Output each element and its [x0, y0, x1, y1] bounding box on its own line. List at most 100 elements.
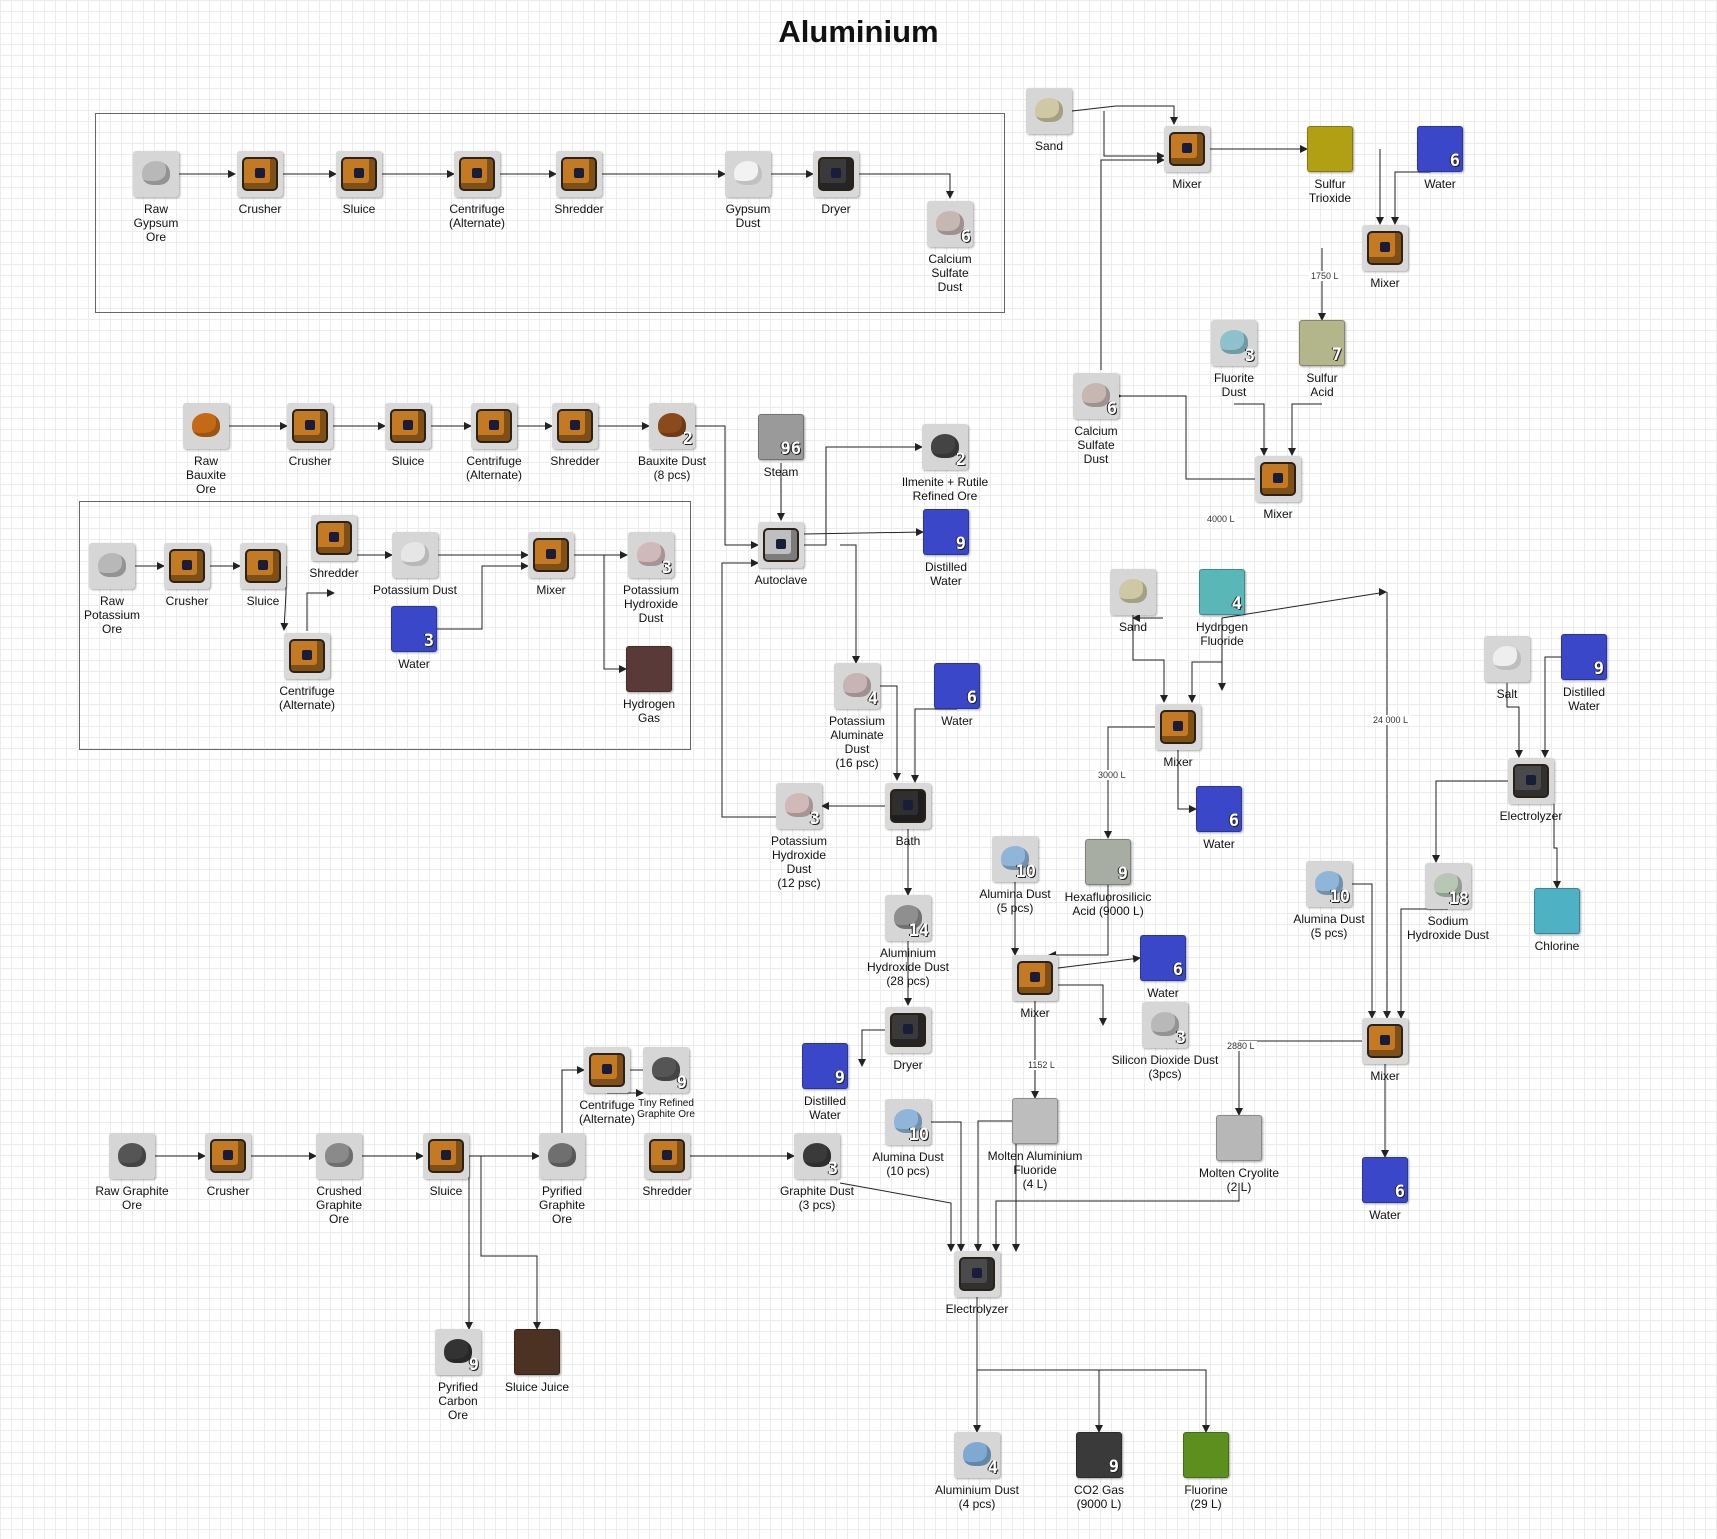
node-crushed-graphite[interactable]: Crushed Graphite Ore	[264, 1133, 414, 1226]
node-shredder-baux[interactable]: Shredder	[500, 403, 650, 468]
node-fluorine[interactable]: Fluorine (29 L)	[1131, 1432, 1281, 1511]
node-shredder-pot[interactable]: Shredder	[259, 515, 409, 580]
node-electrolyzer-1[interactable]: Electrolyzer	[1456, 758, 1606, 823]
node-label: Molten Cryolite (2 L)	[1198, 1166, 1280, 1194]
flow-connector	[911, 708, 957, 783]
node-centrifuge-gyp[interactable]: Centrifuge (Alternate)	[402, 151, 552, 230]
node-crusher-gra[interactable]: Crusher	[153, 1133, 303, 1198]
crushed-ore-icon	[316, 1133, 362, 1179]
node-raw-bauxite-ore[interactable]: Raw Bauxite Ore	[131, 403, 281, 496]
node-crusher-pot[interactable]: Crusher	[112, 543, 262, 608]
node-sand-2[interactable]: Sand	[1058, 569, 1208, 634]
node-mixer-pot[interactable]: Mixer	[476, 532, 626, 597]
flow-connector	[839, 1182, 955, 1252]
node-mixer-2[interactable]: Mixer	[1310, 225, 1460, 290]
node-sulfur-trioxide[interactable]: Sulfur Trioxide	[1255, 126, 1405, 205]
water-icon: 9	[802, 1043, 848, 1089]
node-label: Alumina Dust (5 pcs)	[979, 887, 1051, 915]
node-bath[interactable]: Bath	[833, 783, 983, 848]
node-sluice-pot[interactable]: Sluice	[188, 543, 338, 608]
node-salt[interactable]: Salt	[1432, 636, 1582, 701]
node-label: Electrolyzer	[945, 1302, 1009, 1316]
node-raw-graphite-ore[interactable]: Raw Graphite Ore	[57, 1133, 207, 1212]
node-molten-aluminium-fluoride[interactable]: Molten Aluminium Fluoride (4 L)	[960, 1098, 1110, 1191]
dust-icon: 10	[885, 1099, 931, 1145]
dust-icon: 14	[885, 895, 931, 941]
node-label: Sodium Hydroxide Dust	[1406, 914, 1490, 942]
node-label: Salt	[1496, 687, 1518, 701]
flow-connector	[1104, 726, 1155, 839]
node-molten-cryolite[interactable]: Molten Cryolite (2 L)	[1164, 1115, 1314, 1194]
node-centrifuge-pot[interactable]: Centrifuge (Alternate)	[232, 633, 382, 712]
centrifuge-icon	[284, 633, 330, 679]
node-mixer-4[interactable]: Mixer	[1103, 704, 1253, 769]
node-dryer-gyp[interactable]: Dryer	[761, 151, 911, 216]
node-label: Centrifuge (Alternate)	[278, 684, 336, 712]
node-centrifuge-gra[interactable]: Centrifuge (Alternate)	[532, 1047, 682, 1126]
node-gypsum-dust[interactable]: Gypsum Dust	[673, 151, 823, 230]
node-hydrogen-gas[interactable]: Hydrogen Gas	[574, 646, 724, 725]
node-raw-gypsum-ore[interactable]: Raw Gypsum Ore	[81, 151, 231, 244]
node-raw-potassium-ore[interactable]: Raw Potassium Ore	[37, 543, 187, 636]
node-autoclave[interactable]: Autoclave	[706, 522, 856, 587]
node-shredder-gra[interactable]: Shredder	[592, 1133, 742, 1198]
crusher-icon	[205, 1133, 251, 1179]
node-pyrified-graphite[interactable]: Pyrified Graphite Ore	[487, 1133, 637, 1226]
water-icon: 6	[1362, 1157, 1408, 1203]
node-sluice-juice[interactable]: Sluice Juice	[462, 1329, 612, 1394]
node-mixer-3[interactable]: Mixer	[1203, 456, 1353, 521]
node-mixer-6[interactable]: Mixer	[1310, 1018, 1460, 1083]
node-sluice-gra[interactable]: Sluice	[371, 1133, 521, 1198]
node-shredder-gyp[interactable]: Shredder	[504, 151, 654, 216]
node-sluice-gyp[interactable]: Sluice	[284, 151, 434, 216]
node-chlorine[interactable]: Chlorine	[1482, 888, 1632, 953]
node-label: Potassium Aluminate Dust (16 psc)	[828, 714, 886, 770]
node-label: Mixer	[1370, 276, 1400, 290]
sluice-icon	[240, 543, 286, 589]
node-potassium-dust[interactable]: Potassium Dust	[340, 532, 490, 597]
node-crusher-gyp[interactable]: Crusher	[185, 151, 335, 216]
node-electrolyzer-2[interactable]: Electrolyzer	[902, 1251, 1052, 1316]
node-label: Mixer	[1263, 507, 1293, 521]
node-sluice-baux[interactable]: Sluice	[333, 403, 483, 468]
node-mixer-1[interactable]: Mixer	[1112, 126, 1262, 191]
node-sand-1[interactable]: Sand	[974, 88, 1124, 153]
node-label: Water	[1203, 837, 1235, 851]
node-dryer-2[interactable]: Dryer	[833, 1007, 983, 1072]
node-mixer-5[interactable]: Mixer	[960, 955, 1110, 1020]
node-crusher-baux[interactable]: Crusher	[235, 403, 385, 468]
node-centrifuge-baux[interactable]: Centrifuge (Alternate)	[419, 403, 569, 482]
